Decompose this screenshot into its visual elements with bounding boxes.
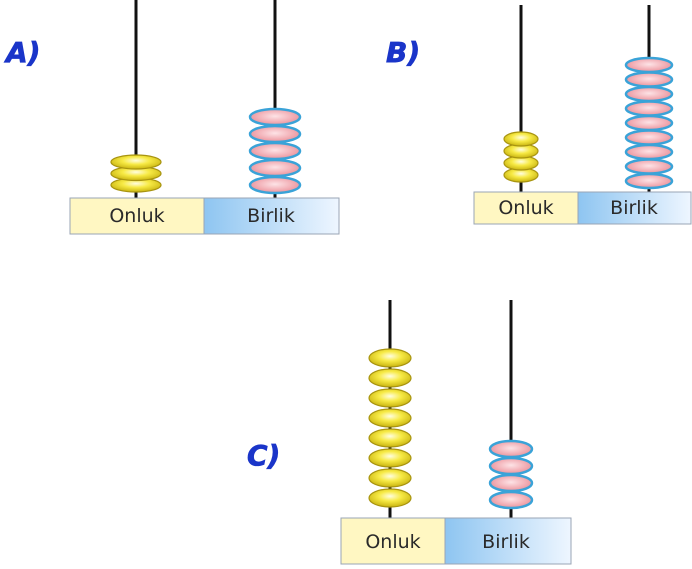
- ones-bead-b: [624, 114, 674, 132]
- option-label-a: A): [4, 36, 40, 69]
- option-label-b: B): [386, 36, 420, 69]
- abacus-b: B) Onluk Birlik: [386, 5, 692, 225]
- ones-box-b: [577, 191, 692, 225]
- ones-label-b: Birlik: [610, 197, 658, 219]
- tens-bead-c: [368, 468, 412, 488]
- tens-bead-c: [368, 488, 412, 508]
- ones-bead-a: [248, 175, 302, 195]
- ones-bead-a: [248, 141, 302, 161]
- ones-box-a: [203, 197, 340, 235]
- ones-bead-b: [624, 143, 674, 161]
- ones-label-c: Birlik: [482, 531, 530, 553]
- tens-bead-c: [368, 348, 412, 368]
- ones-bead-c: [488, 456, 534, 476]
- tens-box-b: [473, 191, 579, 225]
- ones-bead-a: [248, 107, 302, 127]
- tens-bead-a: [110, 154, 162, 170]
- abacus-a: A) Onluk Birlik: [4, 0, 340, 235]
- abacus-c: C) Onluk Birlik: [247, 300, 572, 565]
- ones-bead-b: [624, 129, 674, 146]
- tens-bead-c: [368, 448, 412, 468]
- ones-bead-c: [488, 439, 534, 459]
- tens-bead-b: [503, 131, 539, 147]
- tens-label-b: Onluk: [498, 197, 553, 219]
- tens-box-a: [69, 197, 205, 235]
- ones-bead-b: [624, 56, 674, 74]
- ones-bead-a: [248, 158, 302, 178]
- ones-bead-b: [624, 100, 674, 117]
- ones-bead-b: [624, 158, 674, 175]
- tens-box-c: [340, 517, 446, 565]
- ones-bead-c: [488, 473, 534, 493]
- ones-box-c: [444, 517, 572, 565]
- tens-label-a: Onluk: [109, 205, 164, 227]
- ones-label-a: Birlik: [247, 205, 295, 227]
- ones-bead-b: [624, 71, 674, 88]
- tens-label-c: Onluk: [365, 531, 420, 553]
- tens-bead-c: [368, 428, 412, 448]
- ones-bead-a: [248, 124, 302, 144]
- tens-bead-c: [368, 408, 412, 428]
- option-label-c: C): [247, 439, 280, 472]
- ones-bead-c: [488, 490, 534, 510]
- tens-bead-c: [368, 388, 412, 408]
- ones-bead-b: [624, 172, 674, 190]
- ones-bead-b: [624, 85, 674, 103]
- tens-bead-c: [368, 368, 412, 388]
